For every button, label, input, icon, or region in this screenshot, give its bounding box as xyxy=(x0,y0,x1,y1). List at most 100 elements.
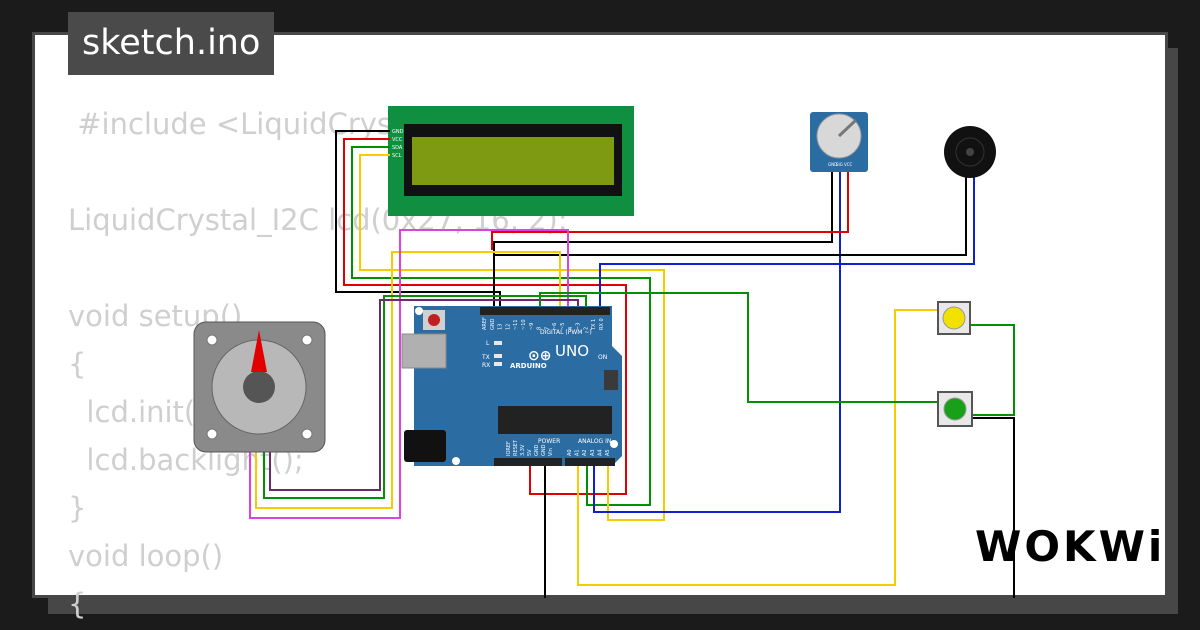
lcd-screen xyxy=(412,137,614,185)
wire-lcd-scl xyxy=(359,154,665,521)
stepper-screw xyxy=(301,428,313,440)
pin-label: 12 xyxy=(505,324,511,330)
pin-label: GND xyxy=(490,318,496,330)
pin-label: 7 xyxy=(544,327,550,330)
pin-label: ~3 xyxy=(576,323,582,330)
power-label: POWER xyxy=(538,438,560,445)
led-tx-label: TX xyxy=(481,354,490,361)
wire-stepper-a xyxy=(255,251,561,509)
stepper-motor[interactable] xyxy=(193,321,326,453)
wire-pot-sig xyxy=(593,166,841,513)
pot-pin-sig-label: SIG xyxy=(836,162,843,167)
sketch-title: sketch.ino xyxy=(68,12,275,75)
usb-port xyxy=(401,333,447,369)
circuit-diagram: GND VCC SDA SCL GND SIG VC xyxy=(193,106,1015,598)
pin-label: ~6 xyxy=(552,323,558,330)
button-yellow-cap[interactable] xyxy=(942,306,966,330)
arduino-uno[interactable]: ⊙⊕ UNO ARDUINO DIGITAL (PWM ~) POWER ANA… xyxy=(401,306,622,466)
pin-label: ~11 xyxy=(513,319,519,330)
pin-label: RESET xyxy=(513,439,519,456)
stepper-screw xyxy=(301,334,313,346)
wire-lcd-gnd xyxy=(335,130,501,312)
pin-label: GND xyxy=(541,444,547,456)
lcd-display[interactable]: GND VCC SDA SCL xyxy=(388,106,634,216)
pin-label: A5 xyxy=(605,449,611,456)
code-line: void setup() xyxy=(68,299,243,333)
analog-header xyxy=(565,458,615,466)
arduino-model: UNO xyxy=(555,342,589,360)
mounting-hole xyxy=(610,440,618,448)
pin-label: 8 xyxy=(537,327,543,330)
wire-button-common xyxy=(970,324,1015,416)
mounting-hole xyxy=(415,307,423,315)
wire-stepper-d xyxy=(269,299,579,491)
led-rx xyxy=(494,362,502,366)
digital-header xyxy=(480,307,610,315)
led-rx-label: RX xyxy=(482,362,490,369)
power-jack xyxy=(404,430,446,462)
pin-label: A0 xyxy=(567,449,573,456)
arduino-logo: ⊙⊕ xyxy=(528,348,551,364)
pin-label: ~5 xyxy=(560,323,566,330)
atmega-chip xyxy=(498,406,612,434)
pin-label: 5V xyxy=(527,449,533,456)
pin-label: 13 xyxy=(498,324,504,330)
pin-label: A1 xyxy=(575,449,581,456)
wire-lcd-vcc xyxy=(343,138,627,495)
wire-stepper-b xyxy=(249,229,569,519)
wire-lcd-sda xyxy=(351,146,651,506)
pin-label: ~9 xyxy=(529,323,535,330)
digital-label: DIGITAL (PWM ~) xyxy=(540,329,592,336)
wokwi-logo: WOKWi xyxy=(975,522,1166,571)
wire-buzzer-gnd xyxy=(493,175,967,312)
stepper-shaft xyxy=(243,371,275,403)
led-l xyxy=(494,341,502,345)
stepper-screw xyxy=(206,428,218,440)
pin-label: 2 xyxy=(583,327,589,330)
reset-button[interactable] xyxy=(428,314,440,326)
lcd-pin-vcc-label: VCC xyxy=(392,137,403,143)
led-l-label: L xyxy=(486,340,490,347)
code-line: void loop() xyxy=(68,539,224,573)
pin-label: Vin xyxy=(548,448,554,456)
arduino-brand: ARDUINO xyxy=(510,362,547,370)
power-header xyxy=(494,458,562,466)
pin-label: TX 1 xyxy=(591,319,597,331)
wire-buzzer-sig xyxy=(599,175,975,312)
pin-label: 3.3V xyxy=(520,444,526,456)
stepper-needle xyxy=(251,330,267,372)
icsp-header xyxy=(604,370,618,390)
pin-label: AREF xyxy=(482,317,488,330)
analog-label: ANALOG IN xyxy=(578,438,611,445)
buzzer-hole xyxy=(966,148,974,156)
buzzer-ring xyxy=(955,137,985,167)
pin-label: GND xyxy=(534,444,540,456)
wire-button-yellow xyxy=(577,309,938,586)
pot-pin-gnd-label: GND xyxy=(828,162,837,167)
lcd-pin-scl-label: SCL xyxy=(392,153,402,159)
pin-label: ~10 xyxy=(521,319,527,330)
pin-label: RX 0 xyxy=(599,318,605,330)
pushbutton-yellow[interactable] xyxy=(937,301,971,335)
pushbutton-green[interactable] xyxy=(937,391,973,427)
stepper-screw xyxy=(206,334,218,346)
buzzer[interactable] xyxy=(944,126,996,178)
wires xyxy=(249,130,1015,598)
wire-button-gnd xyxy=(972,417,1015,598)
on-label: ON xyxy=(598,354,607,361)
pot-indicator xyxy=(837,118,858,138)
pin-label: A3 xyxy=(590,449,596,456)
mounting-hole xyxy=(452,457,460,465)
pin-label: A4 xyxy=(597,449,603,456)
code-line: { xyxy=(68,347,87,381)
pot-pin-vcc-label: VCC xyxy=(844,162,853,167)
wire-stepper-c xyxy=(263,295,587,499)
code-line: } xyxy=(68,491,87,525)
wire-button-green xyxy=(539,292,938,403)
pin-label: 4 xyxy=(568,327,574,330)
wire-pot-vcc xyxy=(491,166,849,250)
potentiometer[interactable]: GND SIG VCC xyxy=(810,112,868,172)
lcd-pin-gnd-label: GND xyxy=(392,129,404,135)
button-green-cap[interactable] xyxy=(943,397,967,421)
